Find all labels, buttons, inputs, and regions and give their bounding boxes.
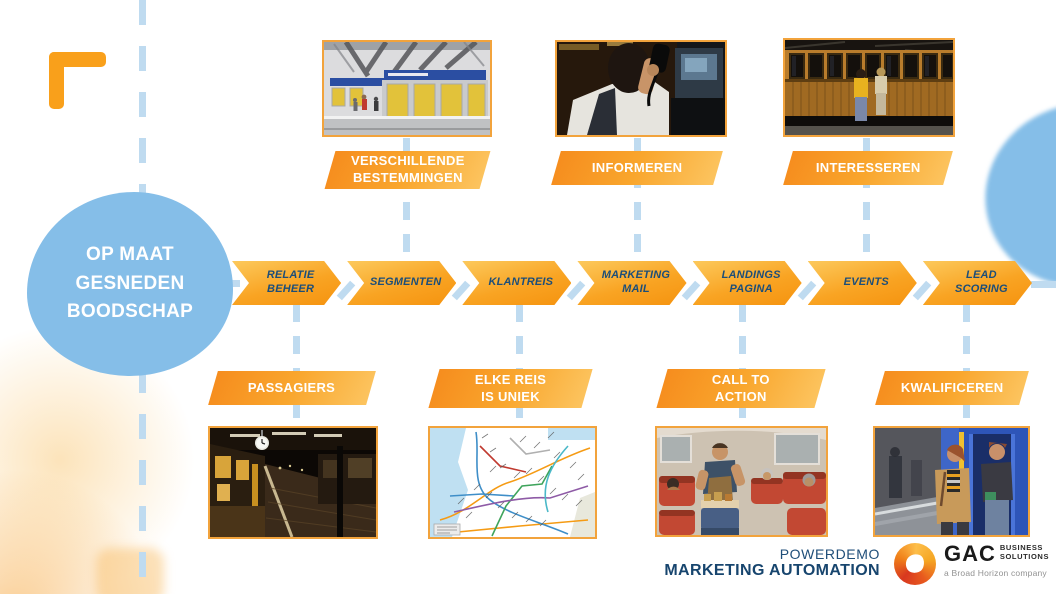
corner-bracket-shape bbox=[49, 52, 64, 109]
stage-label-text: ELKE REIS IS UNIEK bbox=[474, 371, 547, 404]
gac-sub-business: BUSINESS bbox=[999, 543, 1044, 552]
process-step-events: EVENTS bbox=[808, 261, 917, 305]
footer-powerdemo: POWERDEMO bbox=[779, 546, 880, 562]
process-step-relatiebeheer: RELATIE BEHEER bbox=[232, 261, 341, 305]
photo-historic-wooden-carriage bbox=[783, 38, 955, 137]
photo-boarding-blue-train bbox=[873, 426, 1030, 537]
photo-catering-in-train bbox=[655, 426, 828, 537]
gac-swirl-icon bbox=[894, 543, 936, 585]
process-step-landingspagina: LANDINGS PAGINA bbox=[693, 261, 802, 305]
photo-rail-network-map bbox=[428, 426, 597, 539]
process-step-label: RELATIE BEHEER bbox=[266, 269, 315, 295]
connector-kwalificeren bbox=[963, 304, 970, 426]
photo-illustration bbox=[210, 428, 376, 537]
gac-name: GAC bbox=[944, 541, 996, 566]
stage-label-passagiers: PASSAGIERS bbox=[208, 371, 376, 405]
process-step-klantreis: KLANTREIS bbox=[462, 261, 571, 305]
photo-illustration bbox=[657, 428, 826, 535]
photo-night-platform bbox=[208, 426, 378, 539]
stage-label-text: PASSAGIERS bbox=[248, 379, 336, 395]
stage-label-informeren: INFORMEREN bbox=[551, 151, 723, 185]
connector-passagiers bbox=[293, 304, 300, 426]
stage-label-kwalificeren: KWALIFICEREN bbox=[875, 371, 1029, 405]
gac-tagline: a Broad Horizon company bbox=[944, 568, 1047, 578]
stage-label-text: INFORMEREN bbox=[591, 159, 683, 175]
soft-orange-blob-decoration bbox=[0, 450, 180, 594]
gac-wordmark: GAC BUSINESS SOLUTIONS a Broad Horizon c… bbox=[944, 541, 1050, 579]
small-orange-blob-decoration bbox=[96, 548, 164, 594]
process-arrow-row: RELATIE BEHEER SEGMENTEN KLANTREIS MARKE… bbox=[232, 261, 1032, 305]
stage-label-call-to-action: CALL TO ACTION bbox=[656, 369, 826, 408]
stage-label-verschillende-bestemmingen: VERSCHILLENDE BESTEMMINGEN bbox=[324, 151, 491, 189]
photo-illustration bbox=[430, 428, 595, 537]
stage-label-text: CALL TO ACTION bbox=[712, 371, 770, 404]
connector-verschillende bbox=[403, 138, 410, 262]
process-step-label: LANDINGS PAGINA bbox=[721, 269, 781, 295]
gac-sub-solutions: SOLUTIONS bbox=[999, 551, 1050, 561]
photo-illustration bbox=[324, 42, 490, 135]
process-step-label: LEAD SCORING bbox=[955, 269, 1008, 295]
connector-interesseren bbox=[863, 138, 870, 262]
stage-label-text: INTERESSEREN bbox=[815, 159, 921, 175]
process-step-label: EVENTS bbox=[843, 276, 889, 289]
footer-title: POWERDEMO MARKETING AUTOMATION bbox=[664, 546, 880, 580]
process-step-label: SEGMENTEN bbox=[369, 276, 442, 289]
gac-logo: GAC BUSINESS SOLUTIONS a Broad Horizon c… bbox=[894, 543, 1049, 585]
process-step-lead-scoring: LEAD SCORING bbox=[923, 261, 1032, 305]
photo-illustration bbox=[557, 42, 725, 135]
stage-label-interesseren: INTERESSEREN bbox=[783, 151, 953, 185]
photo-conductor-handset bbox=[555, 40, 727, 137]
slide-title: OP MAAT GESNEDEN BOODSCHAP bbox=[66, 244, 194, 323]
photo-illustration bbox=[785, 40, 953, 135]
footer-marketing-automation: MARKETING AUTOMATION bbox=[664, 562, 880, 579]
process-step-segmenten: SEGMENTEN bbox=[347, 261, 456, 305]
horizontal-dash-right bbox=[1031, 281, 1056, 288]
connector-call-to-action bbox=[739, 304, 746, 426]
connector-elke-reis bbox=[516, 304, 523, 426]
gac-subtitle: BUSINESS SOLUTIONS bbox=[999, 543, 1050, 561]
stage-label-elke-reis-is-uniek: ELKE REIS IS UNIEK bbox=[428, 369, 593, 408]
photo-illustration bbox=[875, 428, 1028, 535]
title-bubble: OP MAAT GESNEDEN BOODSCHAP bbox=[27, 192, 233, 376]
stage-label-text: KWALIFICEREN bbox=[900, 379, 1004, 395]
process-step-marketing-mail: MARKETING MAIL bbox=[577, 261, 686, 305]
stage-label-text: VERSCHILLENDE BESTEMMINGEN bbox=[350, 153, 465, 185]
connector-informeren bbox=[634, 138, 641, 262]
photo-railway-station-platform bbox=[322, 40, 492, 137]
process-step-label: MARKETING MAIL bbox=[601, 269, 671, 295]
process-step-label: KLANTREIS bbox=[488, 276, 554, 289]
